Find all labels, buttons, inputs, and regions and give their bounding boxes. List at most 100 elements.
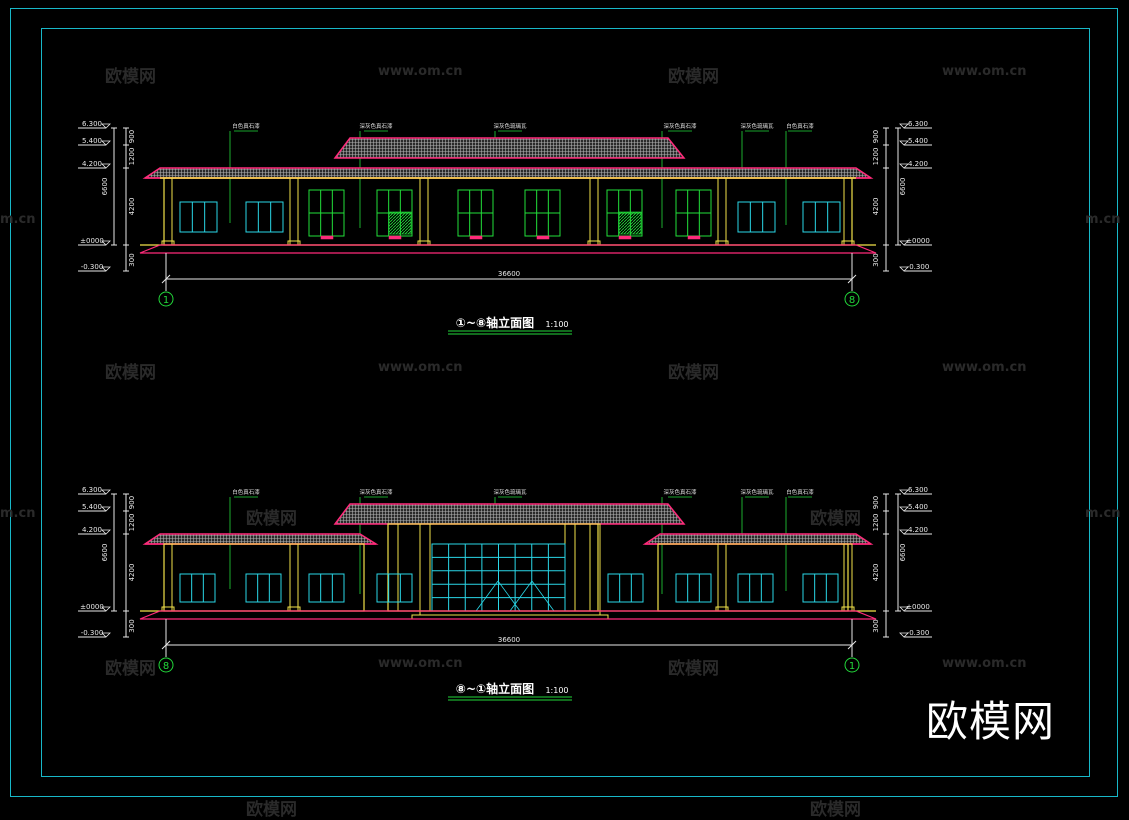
sill-mark — [618, 235, 632, 240]
level-marker — [101, 489, 111, 495]
material-annotation: 深灰色琉璃瓦 — [740, 122, 774, 130]
watermark-cn: 欧模网 — [810, 509, 861, 529]
level-label: 4.200 — [908, 526, 928, 534]
dim-label: 900 — [872, 496, 880, 509]
entrance-column — [419, 523, 431, 612]
level-label: 4.200 — [82, 160, 102, 168]
watermark-url-partial: m.cn — [1085, 212, 1121, 227]
level-label: 5.400 — [908, 137, 928, 145]
watermark-url: www.om.cn — [378, 64, 463, 79]
drawing-title: ①~⑧轴立面图 — [456, 315, 534, 330]
window-frame — [737, 573, 774, 603]
window-frame — [607, 573, 644, 603]
level-label: ±0000 — [906, 237, 930, 245]
window-green — [524, 189, 561, 237]
outer-border — [10, 8, 1118, 797]
level-marker — [101, 632, 111, 638]
window-frame — [308, 573, 345, 603]
brand-logo: 欧模网 — [926, 697, 1056, 746]
drawing-scale: 1:100 — [545, 320, 568, 329]
axis-bubble — [844, 291, 860, 307]
column — [419, 177, 429, 246]
door-swing — [509, 580, 533, 612]
axis-bubble-label: 1 — [849, 661, 855, 672]
level-label: ±0000 — [906, 603, 930, 611]
roof-wing-right — [642, 533, 874, 545]
drawing-scale: 1:100 — [545, 686, 568, 695]
window-hatch — [618, 211, 642, 235]
level-marker — [899, 240, 909, 246]
entrance-column — [564, 523, 576, 612]
watermark-cn: 欧模网 — [105, 363, 156, 383]
level-label: 6.300 — [82, 486, 102, 494]
window-frame — [802, 201, 841, 233]
watermark-url-partial: m.cn — [0, 212, 36, 227]
window-cyan — [245, 201, 284, 233]
window-green — [675, 189, 712, 237]
material-annotation: 白色真石漆 — [232, 122, 260, 130]
axis-bubble — [158, 657, 174, 673]
level-marker — [101, 606, 111, 612]
level-label: 6.300 — [908, 486, 928, 494]
dim-label: 900 — [128, 130, 136, 143]
total-dim-label: 36600 — [498, 636, 520, 644]
roof-lower — [142, 167, 874, 179]
window-hatch — [388, 211, 412, 235]
dim-tick — [847, 640, 857, 650]
watermark-cn: 欧模网 — [105, 659, 156, 679]
sill-mark — [388, 235, 402, 240]
column — [289, 177, 299, 246]
level-marker — [101, 506, 111, 512]
dim-label: 6600 — [101, 544, 109, 562]
watermark-url: www.om.cn — [378, 360, 463, 375]
level-marker — [101, 163, 111, 169]
window-green — [308, 189, 345, 237]
window-frame — [802, 573, 839, 603]
watermark-url-partial: m.cn — [0, 506, 36, 521]
window-frame — [179, 201, 218, 233]
level-marker — [899, 266, 909, 272]
window-cyan — [179, 573, 216, 603]
wall-outline-left — [163, 543, 365, 612]
material-annotation: 深灰色真石漆 — [359, 122, 393, 130]
window-cyan — [607, 573, 644, 603]
level-label: ±0000 — [80, 237, 104, 245]
window-cyan — [802, 201, 841, 233]
level-marker — [899, 123, 909, 129]
roof-wing-left — [142, 533, 379, 545]
material-annotation: 深灰色琉璃瓦 — [740, 488, 774, 496]
level-label: 4.200 — [82, 526, 102, 534]
level-marker — [101, 123, 111, 129]
level-label: 4.200 — [908, 160, 928, 168]
watermark-url: www.om.cn — [942, 656, 1027, 671]
dim-label: 4200 — [872, 198, 880, 216]
drawing-title: ⑧~①轴立面图 — [456, 681, 534, 696]
axis-bubble-label: 8 — [163, 661, 169, 672]
watermark-url: www.om.cn — [942, 64, 1027, 79]
level-label: -0.300 — [907, 629, 930, 637]
watermark-cn: 欧模网 — [668, 67, 719, 87]
dim-label: 900 — [128, 496, 136, 509]
dim-tick — [161, 274, 171, 284]
curtain-wall — [431, 543, 566, 612]
dim-label: 300 — [872, 253, 880, 266]
axis-bubble-label: 8 — [849, 295, 855, 306]
column — [163, 543, 173, 612]
level-marker — [899, 140, 909, 146]
dim-label: 6600 — [899, 178, 907, 196]
window-frame — [675, 573, 712, 603]
dim-label: 1200 — [872, 514, 880, 532]
window-cyan — [737, 201, 776, 233]
window-cyan — [245, 573, 282, 603]
watermark-cn: 欧模网 — [246, 509, 297, 529]
total-dim-label: 36600 — [498, 270, 520, 278]
level-marker — [899, 506, 909, 512]
level-marker — [899, 489, 909, 495]
column — [717, 543, 727, 612]
sill-mark — [320, 235, 334, 240]
window-cyan — [737, 573, 774, 603]
level-marker — [101, 266, 111, 272]
window-frame — [245, 573, 282, 603]
axis-bubble — [844, 657, 860, 673]
